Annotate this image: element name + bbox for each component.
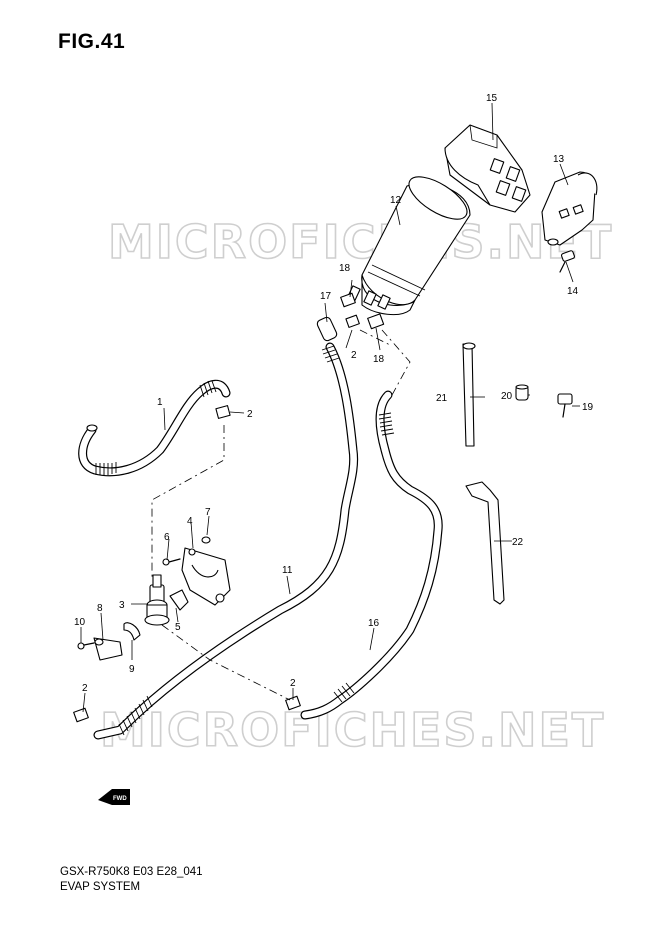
- hose-16: [300, 390, 443, 720]
- clip-2-hose1: [215, 405, 231, 419]
- clip-5: [169, 589, 189, 611]
- clip-18-lower: [367, 313, 385, 330]
- part-label-19: 19: [582, 402, 594, 413]
- clip-18-upper: [340, 292, 356, 308]
- part-label-2: 2: [290, 678, 296, 689]
- part-label-2: 2: [247, 409, 253, 420]
- part-label-21: 21: [436, 393, 448, 404]
- part-label-16: 16: [368, 618, 380, 629]
- part-label-7: 7: [205, 507, 211, 518]
- part-label-9: 9: [129, 664, 135, 675]
- part-label-3: 3: [119, 600, 125, 611]
- model-code: GSX-R750K8 E03 E28_041: [60, 866, 203, 878]
- watermark-bottom: MICROFICHES.NET: [100, 703, 605, 757]
- part-label-2: 2: [82, 683, 88, 694]
- bracket-13: [541, 171, 598, 246]
- part-label-5: 5: [175, 622, 181, 633]
- part-label-1: 1: [157, 397, 163, 408]
- screw-10: [77, 642, 95, 650]
- part-label-18: 18: [339, 263, 351, 274]
- washer-7: [201, 536, 211, 544]
- part-label-12: 12: [390, 195, 402, 206]
- hose-1: [78, 379, 231, 477]
- part-label-22: 22: [512, 537, 524, 548]
- strap-21: [462, 342, 476, 447]
- canister-12: [347, 176, 471, 316]
- tie-22: [465, 481, 505, 605]
- hose-11: [93, 342, 359, 740]
- part-label-15: 15: [486, 93, 498, 104]
- part-label-6: 6: [164, 532, 170, 543]
- fwd-arrow-icon: FWD: [98, 789, 130, 805]
- bolt-19: [557, 393, 573, 418]
- valve-3: [144, 574, 170, 626]
- holder-4: [181, 547, 231, 606]
- routing-lines: [151, 329, 411, 701]
- part-label-14: 14: [567, 286, 579, 297]
- part-label-11: 11: [282, 565, 293, 576]
- part-label-2: 2: [351, 350, 357, 361]
- bracket-15: [444, 124, 531, 213]
- joint-17: [316, 316, 338, 342]
- clip-2-canister: [345, 314, 360, 328]
- figure-title: FIG.41: [58, 30, 126, 53]
- part-label-10: 10: [74, 617, 86, 628]
- clip-2-bottom-left: [73, 707, 89, 723]
- bolt-14: [559, 250, 575, 273]
- watermark-top: MICROFICHES.NET: [108, 215, 613, 269]
- fwd-badge-text: FWD: [113, 796, 127, 802]
- part-label-17: 17: [320, 291, 332, 302]
- clamp-9: [123, 622, 141, 641]
- screw-6: [162, 558, 181, 566]
- part-label-4: 4: [187, 516, 193, 527]
- part-label-18: 18: [373, 354, 385, 365]
- part-labels: 1 2 2 2 2 3 4 5 6 7 8 9 10 11 12 13 14 1…: [74, 93, 594, 694]
- section-title: EVAP SYSTEM: [60, 881, 141, 893]
- part-label-20: 20: [501, 391, 513, 402]
- bracket-8: [93, 637, 123, 661]
- leader-lines: [80, 102, 580, 713]
- grommet-20: [515, 384, 529, 401]
- part-label-13: 13: [553, 154, 565, 165]
- part-label-8: 8: [97, 603, 103, 614]
